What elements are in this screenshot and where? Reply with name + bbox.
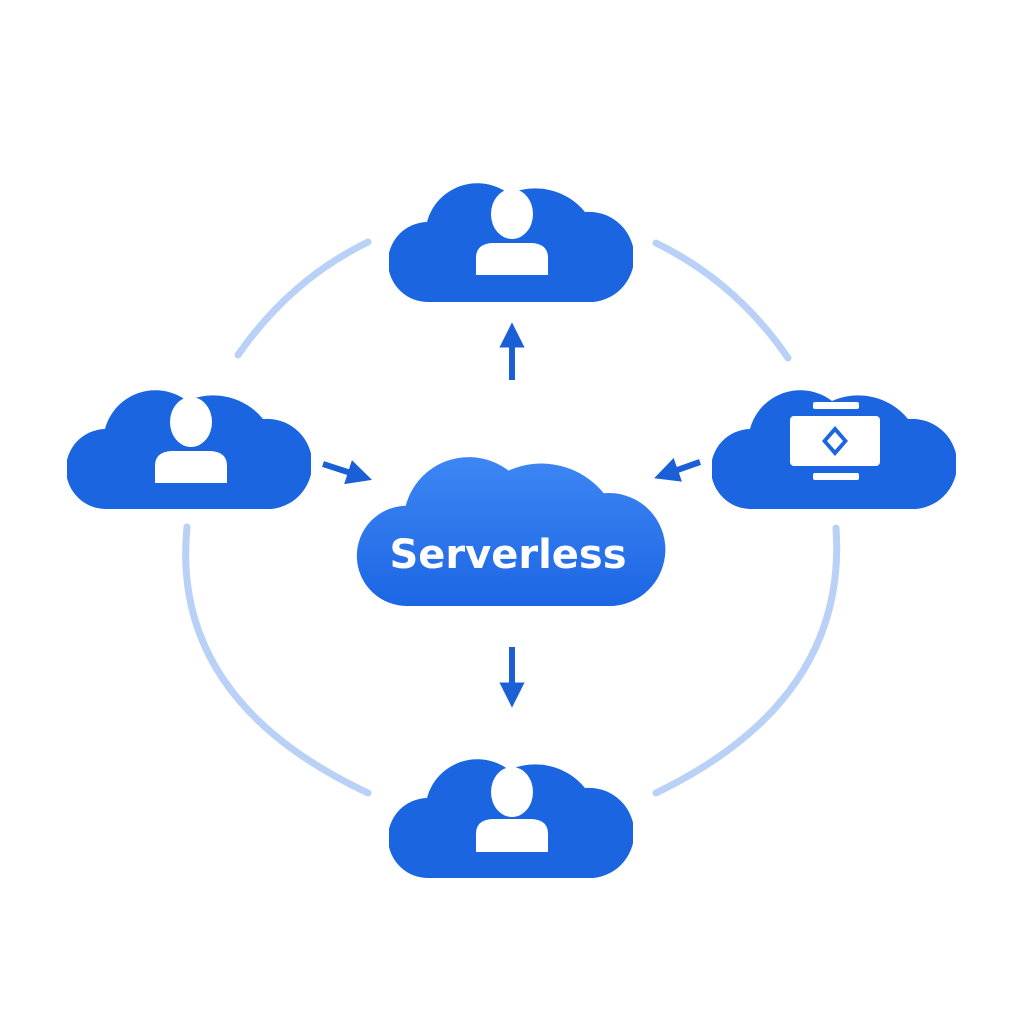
ring-segment-right xyxy=(652,524,841,797)
ring-segment-left xyxy=(182,523,372,797)
user-icon xyxy=(476,189,548,275)
device-icon xyxy=(790,402,880,480)
cloud-center: Serverless xyxy=(356,457,666,606)
user-icon xyxy=(476,767,548,852)
arrow-left-to-center xyxy=(322,460,372,485)
arrow-right-to-center xyxy=(654,457,701,482)
cloud-right xyxy=(712,390,956,509)
ring xyxy=(182,238,841,797)
cloud-top xyxy=(389,183,633,302)
cloud-left xyxy=(67,390,311,509)
arrows xyxy=(322,322,701,708)
center-label: Serverless xyxy=(389,532,626,578)
ring-segment-top-right xyxy=(652,239,792,362)
cloud-bottom xyxy=(389,759,633,878)
user-icon xyxy=(155,397,227,483)
ring-segment-top-left xyxy=(234,238,372,359)
